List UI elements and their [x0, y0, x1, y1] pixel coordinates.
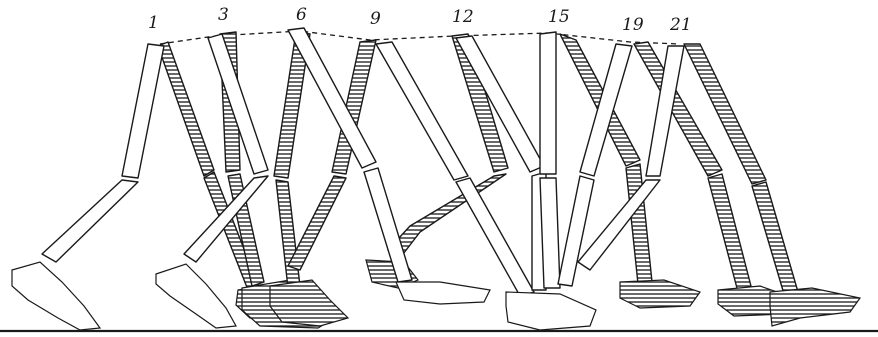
- frame-label-15: 15: [548, 7, 570, 27]
- frame-label-12: 12: [452, 7, 474, 27]
- open-leg-15: [540, 32, 560, 288]
- frame-label-19: 19: [622, 15, 644, 35]
- frame-label-1: 1: [148, 13, 159, 33]
- open-leg-1: [12, 44, 164, 330]
- hip-trajectory-dashed-line: [160, 31, 680, 44]
- frame-label-3: 3: [218, 5, 229, 25]
- frame-label-21: 21: [669, 15, 692, 35]
- frame-label-6: 6: [296, 5, 307, 25]
- frame-label-9: 9: [370, 9, 381, 29]
